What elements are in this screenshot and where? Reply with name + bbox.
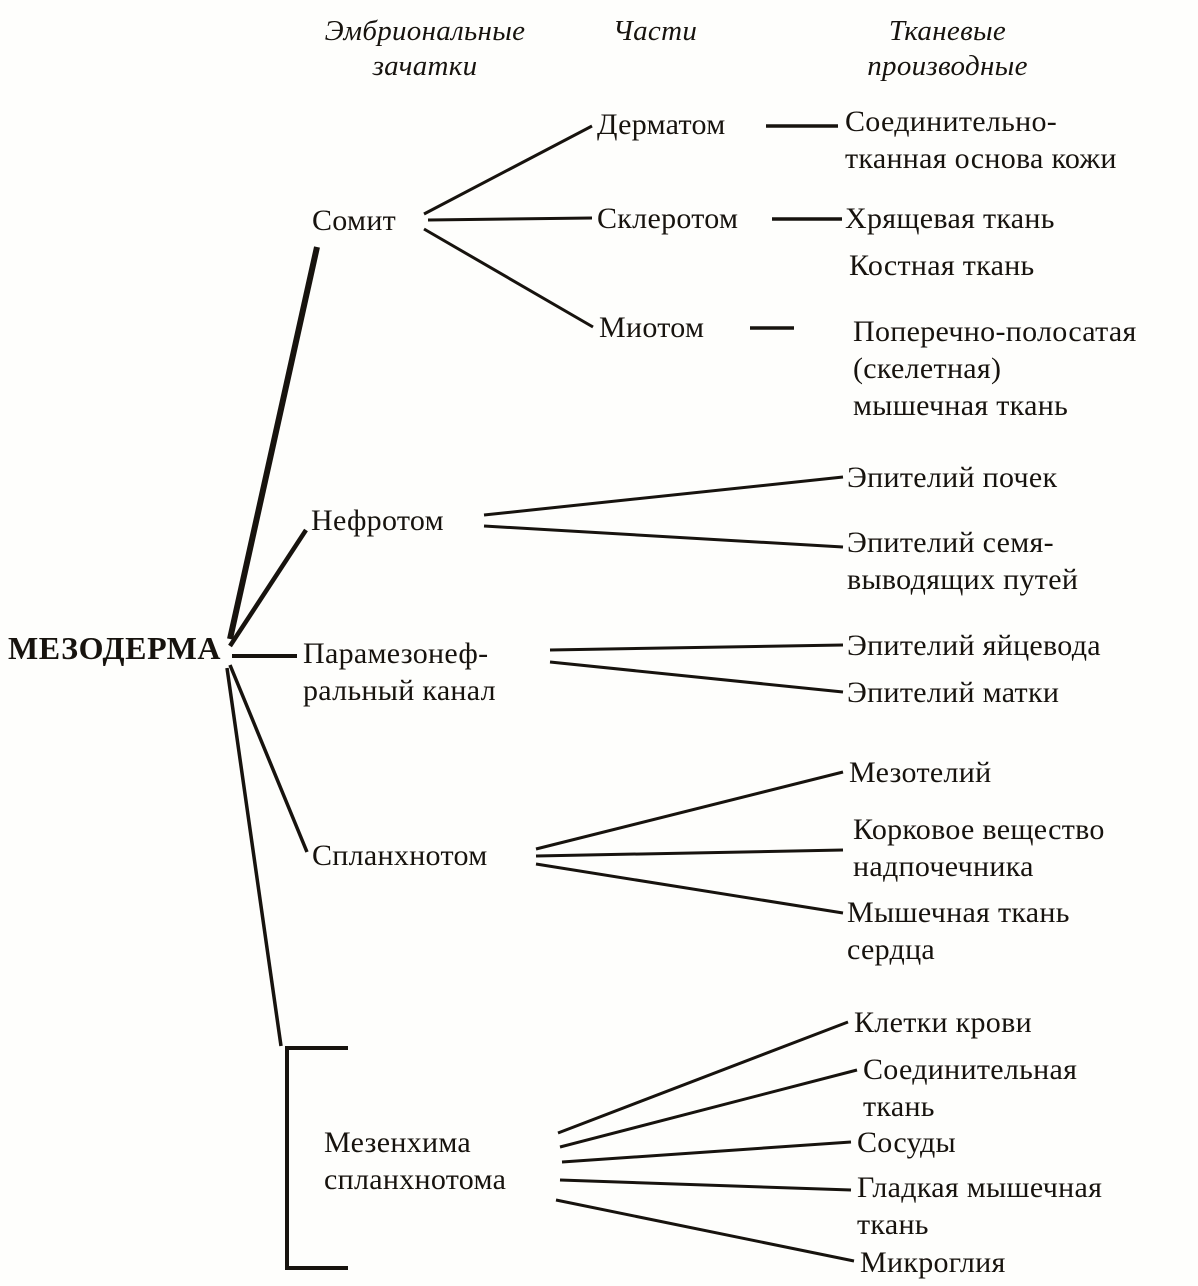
derivative-adrenal-cortex: Корковое вещество надпочечника — [853, 813, 1105, 884]
derivative-blood-cells: Клетки крови — [854, 1006, 1032, 1039]
line-nefrotom-kidney — [483, 475, 844, 517]
derivative-skeletal-muscle-tissue: Поперечно-полосатая (скелетная) мышечная… — [853, 315, 1137, 423]
derivative-skin-connective-base: Соединительно- тканная основа кожи — [845, 105, 1117, 176]
line-somit-dermatom — [423, 124, 593, 216]
node-mezenhima-splanhnotoma: Мезенхима спланхнотома — [324, 1126, 507, 1197]
line-splanhnotom-adrenal — [535, 848, 844, 858]
derivative-connective-tissue: Соединительная ткань — [863, 1053, 1078, 1124]
line-nefrotom-seminal — [483, 524, 844, 549]
derivative-cardiac-muscle-tissue: Мышечная ткань сердца — [847, 896, 1070, 967]
derivative-oviduct-epithelium: Эпителий яйцевода — [847, 629, 1101, 662]
derivative-mesothelium: Мезотелий — [849, 756, 992, 789]
node-dermatom: Дерматом — [597, 108, 726, 141]
header-parts: Части — [612, 15, 698, 47]
node-mezoderma: МЕЗОДЕРМА — [8, 630, 222, 666]
line-mezenhima-microglia — [555, 1198, 855, 1263]
node-sklerotom: Склеротом — [597, 202, 739, 235]
derivative-bone-tissue: Костная ткань — [849, 249, 1035, 282]
line-splanhnotom-cardiac — [535, 862, 844, 915]
node-splanhnotom: Спланхнотом — [312, 839, 488, 872]
derivative-smooth-muscle-tissue: Гладкая мышечная ткань — [857, 1171, 1103, 1242]
line-mezenhima-blood-cells — [557, 1020, 849, 1135]
mezenhima-bracket — [285, 1046, 348, 1270]
node-somit: Сомит — [312, 204, 397, 237]
line-paramezonefral-uterus — [549, 660, 844, 694]
derivative-microglia: Микроглия — [860, 1246, 1006, 1279]
line-mezenhima-smooth-muscle — [559, 1178, 852, 1192]
node-miotom: Миотом — [599, 311, 705, 344]
line-paramezonefral-oviduct — [549, 643, 844, 652]
line-mezoderma-nefrotom — [228, 528, 308, 648]
derivative-seminal-duct-epithelium: Эпителий семя- выводящих путей — [847, 526, 1079, 597]
line-splanhnotom-mesothelium — [535, 770, 844, 851]
line-mezenhima-connective — [559, 1068, 858, 1149]
line-mezoderma-somit — [227, 246, 320, 640]
derivative-uterus-epithelium: Эпителий матки — [847, 676, 1060, 709]
derivative-cartilage-tissue: Хрящевая ткань — [845, 202, 1055, 235]
header-embryonic-rudiments: Эмбриональные зачатки — [324, 15, 526, 83]
line-mezenhima-vessels — [561, 1140, 852, 1164]
line-mezoderma-mezenhima — [225, 667, 283, 1047]
node-paramezonefralny-kanal: Парамезонеф- ральный канал — [303, 637, 496, 708]
derivative-vessels: Сосуды — [857, 1126, 957, 1159]
line-mezoderma-splanhnotom — [228, 664, 309, 853]
derivative-kidney-epithelium: Эпителий почек — [847, 461, 1058, 494]
line-somit-miotom — [423, 227, 594, 329]
header-tissue-derivatives: Тканевые производные — [867, 15, 1028, 83]
line-somit-sklerotom — [427, 216, 593, 222]
node-nefrotom: Нефротом — [311, 504, 444, 537]
